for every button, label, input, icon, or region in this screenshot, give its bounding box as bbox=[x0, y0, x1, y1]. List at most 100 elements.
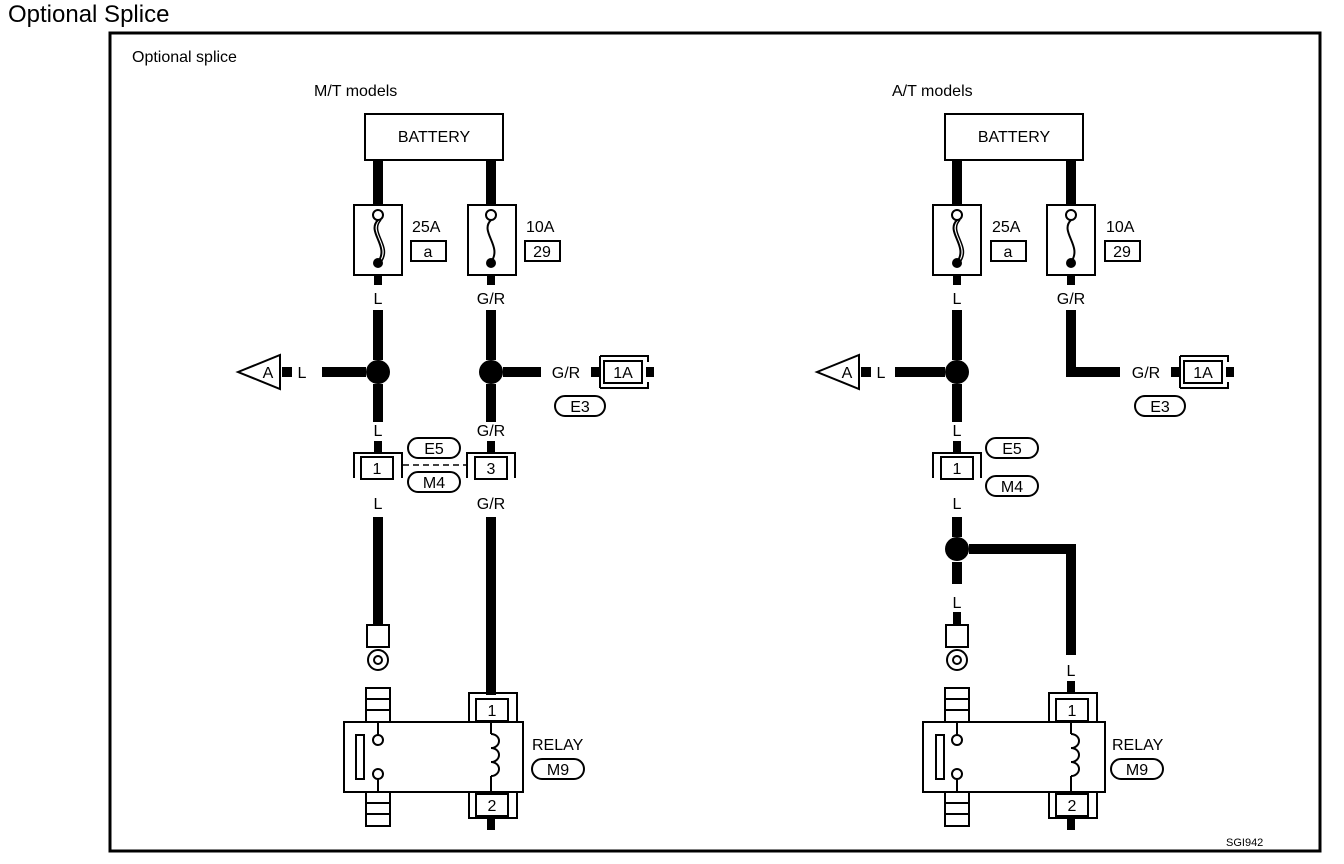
at-fuse-left-ref-box bbox=[990, 240, 1027, 262]
at-fuse-right-rating: 10A bbox=[1106, 219, 1135, 236]
at-battery-label: BATTERY bbox=[978, 129, 1051, 146]
mt-branch-conn-pin: 1A bbox=[613, 365, 633, 382]
mt-wire-batt-left bbox=[373, 160, 383, 206]
at-conn-box bbox=[940, 456, 974, 480]
at-branch-conn-box bbox=[1183, 360, 1223, 384]
at-wire-l-lower-a bbox=[952, 517, 962, 537]
mt-relay bbox=[343, 687, 524, 830]
mt-branch-stub-end bbox=[646, 367, 654, 377]
at-wire-l-lower-b bbox=[952, 562, 962, 584]
mt-wire-gr-mid bbox=[486, 384, 496, 422]
mt-battery-box bbox=[364, 113, 504, 161]
at-fuse-right-ref-box bbox=[1104, 240, 1141, 262]
at-stub-ground bbox=[953, 612, 961, 625]
mt-stub-l-conn bbox=[374, 441, 382, 453]
at-ground-ring-inner bbox=[952, 655, 962, 665]
mt-conn-right-pin: 3 bbox=[487, 461, 496, 478]
at-fuse-10a bbox=[1046, 204, 1096, 276]
at-fuse-left-rating: 25A bbox=[992, 219, 1021, 236]
at-arrow-wire-label: L bbox=[877, 365, 886, 382]
at-branch-conn-id: E3 bbox=[1150, 399, 1170, 416]
at-branch-conn-pin: 1A bbox=[1193, 365, 1213, 382]
at-branch-conn-shell bbox=[1179, 355, 1229, 389]
mt-stub-gr-conn bbox=[487, 441, 495, 453]
mt-splice-left bbox=[366, 360, 390, 384]
at-splice-lower bbox=[945, 537, 969, 561]
mt-fuse-left-ref-box bbox=[410, 240, 447, 262]
at-wire-l-below-conn: L bbox=[953, 496, 962, 513]
mt-conn-right-box bbox=[474, 456, 508, 480]
mt-branch-wire-label: G/R bbox=[552, 365, 580, 382]
mt-wire-gr-below-splice: G/R bbox=[477, 423, 505, 440]
at-wire-l-mid bbox=[952, 384, 962, 422]
mt-branch-conn-id-pill bbox=[554, 395, 606, 417]
mt-relay-pin-bottom: 2 bbox=[488, 798, 497, 815]
mt-stub-right bbox=[487, 275, 495, 285]
at-conn-shell bbox=[932, 452, 982, 478]
at-wire-l-label: L bbox=[953, 291, 962, 308]
mt-conn-top-pill bbox=[407, 437, 461, 459]
at-conn-top-pill bbox=[985, 437, 1039, 459]
mt-conn-left-shell bbox=[353, 452, 403, 478]
at-splice-upper bbox=[945, 360, 969, 384]
mt-arrow-ref: A bbox=[263, 365, 274, 382]
mt-conn-top-id: E5 bbox=[424, 441, 444, 458]
at-ground-block bbox=[945, 624, 969, 648]
mt-wire-branch bbox=[503, 367, 541, 377]
mt-conn-left-pin: 1 bbox=[373, 461, 382, 478]
mt-arrow-a bbox=[235, 353, 281, 391]
mt-relay-label: RELAY bbox=[532, 737, 584, 754]
mt-wire-l-label: L bbox=[374, 291, 383, 308]
mt-fuse-10a bbox=[467, 204, 517, 276]
mt-conn-bottom-id: M4 bbox=[423, 475, 445, 492]
at-wire-gr-label: G/R bbox=[1057, 291, 1085, 308]
mt-fuse-left-ref: a bbox=[424, 244, 433, 261]
mt-wire-batt-right bbox=[486, 160, 496, 206]
at-arrow-a bbox=[814, 353, 860, 391]
mt-relay-id: M9 bbox=[547, 762, 569, 779]
mt-ground-ring-inner bbox=[373, 655, 383, 665]
at-relay bbox=[922, 687, 1106, 830]
at-wire-l-below-splice2: L bbox=[953, 595, 962, 612]
at-fuse-left-ref: a bbox=[1004, 244, 1013, 261]
mt-wire-gr-label: G/R bbox=[477, 291, 505, 308]
mt-arrow-stub bbox=[282, 367, 292, 377]
at-relay-id-pill bbox=[1110, 758, 1164, 780]
at-fuse-25a bbox=[932, 204, 982, 276]
at-conn-pin: 1 bbox=[953, 461, 962, 478]
mt-splice-right bbox=[479, 360, 503, 384]
frame-label: Optional splice bbox=[132, 49, 237, 66]
mt-wire-l-below-conn: L bbox=[374, 496, 383, 513]
mt-ground-block bbox=[366, 624, 390, 648]
mt-branch-conn-box bbox=[603, 360, 643, 384]
at-wire-l-upper bbox=[952, 310, 962, 360]
at-arrow-stub bbox=[861, 367, 871, 377]
at-fuse-right-ref: 29 bbox=[1113, 244, 1131, 261]
mt-stub-left bbox=[374, 275, 382, 285]
at-wire-batt-right bbox=[1066, 160, 1076, 206]
at-wire-splice-to-relay bbox=[969, 544, 1076, 655]
mt-conn-left-box bbox=[360, 456, 394, 480]
mt-relay-pin-top: 1 bbox=[488, 703, 497, 720]
mt-wire-gr-upper bbox=[486, 310, 496, 360]
mt-fuse-25a bbox=[353, 204, 403, 276]
mt-conn-bottom-pill bbox=[407, 471, 461, 493]
mt-branch-conn-id: E3 bbox=[570, 399, 590, 416]
mt-wire-l-below-splice: L bbox=[374, 423, 383, 440]
at-wire-to-arrow bbox=[895, 367, 945, 377]
mt-branch-conn-shell bbox=[599, 355, 649, 389]
at-stub-right bbox=[1067, 275, 1075, 285]
at-heading: A/T models bbox=[892, 83, 973, 100]
at-wire-l-to-relay: L bbox=[1067, 663, 1076, 680]
at-battery-box bbox=[944, 113, 1084, 161]
at-conn-bottom-pill bbox=[985, 475, 1039, 497]
at-relay-label: RELAY bbox=[1112, 737, 1164, 754]
at-relay-pin-bottom: 2 bbox=[1068, 798, 1077, 815]
at-panel: A/T models BATTERY 25A a 10A 29 L G/R bbox=[814, 83, 1234, 830]
mt-relay-id-pill bbox=[531, 758, 585, 780]
at-wire-l-below-splice: L bbox=[953, 423, 962, 440]
at-wire-batt-left bbox=[952, 160, 962, 206]
mt-conn-right-shell bbox=[466, 452, 516, 478]
mt-wire-l-upper bbox=[373, 310, 383, 360]
